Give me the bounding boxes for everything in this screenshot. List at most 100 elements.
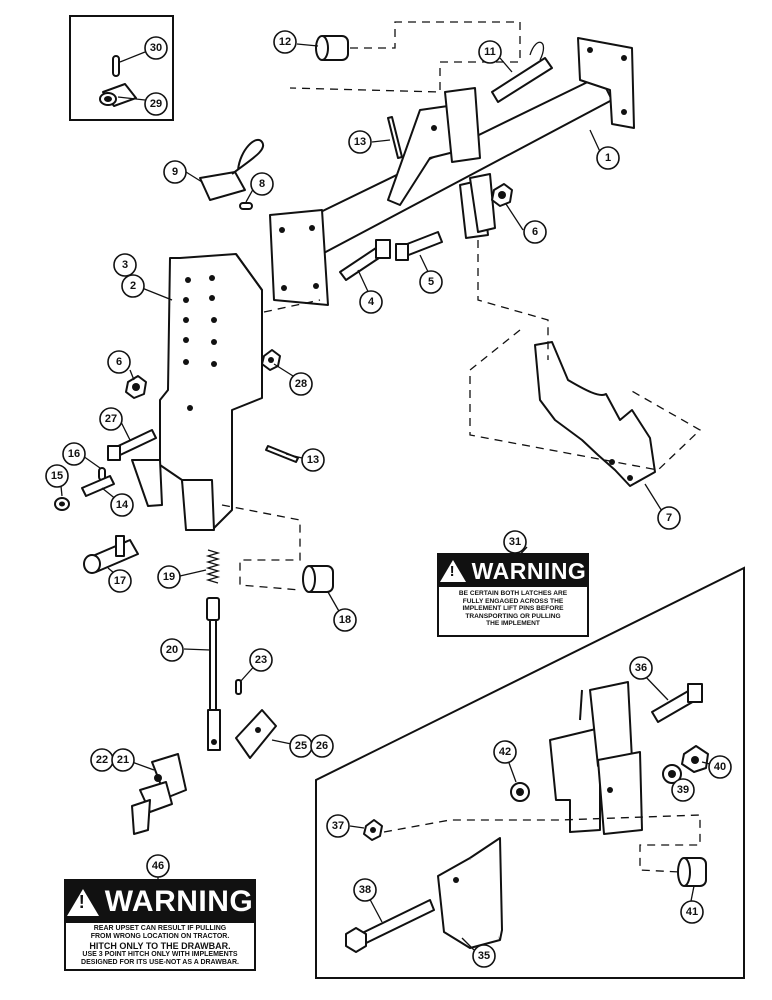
bolt-4-drawing (339, 239, 391, 281)
callout-22: 22 (90, 748, 114, 772)
svg-text:8: 8 (259, 178, 265, 190)
callout-23: 23 (249, 648, 273, 672)
hook-latch-7-drawing (534, 341, 656, 487)
svg-text:16: 16 (68, 448, 80, 460)
callout-6-top: 6 (523, 220, 547, 244)
pin-30-drawing (112, 55, 120, 77)
svg-text:40: 40 (714, 761, 726, 773)
warning-decal-31: ! WARNING BE CERTAIN BOTH LATCHES ARE FU… (437, 553, 589, 637)
svg-text:6: 6 (532, 226, 538, 238)
callout-29: 29 (144, 92, 168, 116)
warning-triangle-icon: ! (439, 560, 466, 582)
warning-decal-31-header: ! WARNING (439, 555, 587, 587)
svg-text:18: 18 (339, 614, 351, 626)
bolt-36-drawing (651, 683, 703, 723)
callout-6-left: 6 (107, 350, 131, 374)
svg-text:3: 3 (122, 259, 128, 271)
callout-20: 20 (160, 638, 184, 662)
warning-decal-46-header: ! WARNING (66, 881, 254, 923)
callout-41: 41 (680, 900, 704, 924)
svg-text:36: 36 (635, 662, 647, 674)
callout-42: 42 (493, 740, 517, 764)
warning-decal-46-text: REAR UPSET CAN RESULT IF PULLING FROM WR… (81, 925, 239, 967)
warning-triangle-icon: ! (66, 888, 99, 916)
svg-text:9: 9 (172, 166, 178, 178)
inset-frame-lower (315, 566, 745, 979)
svg-text:31: 31 (509, 536, 521, 548)
svg-text:42: 42 (499, 746, 511, 758)
callout-17: 17 (108, 569, 132, 593)
dashed-leader-12 (289, 21, 521, 93)
warning-decal-31-heading: WARNING (471, 557, 587, 584)
callout-8: 8 (250, 172, 274, 196)
callout-13-top: 13 (348, 130, 372, 154)
nut-40-drawing (681, 745, 709, 773)
clevis-35-drawing (437, 837, 503, 949)
svg-text:7: 7 (666, 512, 672, 524)
nut-37-drawing (363, 819, 383, 841)
svg-text:2: 2 (130, 280, 136, 292)
svg-text:21: 21 (117, 754, 129, 766)
svg-text:29: 29 (150, 98, 162, 110)
cotter-13-top-drawing (387, 116, 403, 159)
hitch-bracket-2-3-drawing (131, 253, 263, 531)
cotter-13-lower-drawing (265, 445, 299, 463)
callout-30: 30 (144, 36, 168, 60)
bushing-12-drawing (315, 35, 349, 61)
pin-17-drawing (83, 535, 139, 574)
bushing-18-drawing (302, 565, 334, 593)
rod-20-drawing (206, 597, 221, 751)
svg-text:35: 35 (478, 950, 490, 962)
callout-14: 14 (110, 493, 134, 517)
svg-text:46: 46 (152, 860, 164, 872)
svg-text:30: 30 (150, 42, 162, 54)
washer-15-drawing (54, 497, 70, 511)
bushing-41-drawing (677, 857, 707, 887)
warning-decal-46-heading: WARNING (104, 885, 254, 918)
svg-text:5: 5 (428, 276, 434, 288)
lift-pin-11-drawing (491, 41, 553, 103)
bolt-38-drawing (345, 899, 435, 953)
svg-text:25: 25 (295, 740, 307, 752)
callout-27: 27 (99, 407, 123, 431)
callout-35: 35 (472, 944, 496, 968)
bushing-29-drawing (99, 83, 137, 107)
bolt-27-drawing (107, 429, 157, 461)
bolt-5-drawing (395, 231, 443, 261)
svg-text:12: 12 (279, 36, 291, 48)
callout-5: 5 (419, 270, 443, 294)
callout-3: 3 (113, 253, 137, 277)
callout-4: 4 (359, 290, 383, 314)
svg-text:28: 28 (295, 378, 307, 390)
latch-9-drawing (199, 139, 265, 210)
nut-28-drawing (261, 349, 281, 371)
washer-42-drawing (510, 782, 530, 802)
callout-1: 1 (596, 146, 620, 170)
svg-text:39: 39 (677, 784, 689, 796)
warning-decal-46: ! WARNING REAR UPSET CAN RESULT IF PULLI… (64, 879, 256, 971)
handle-21-22-drawing (131, 753, 187, 835)
callout-28: 28 (289, 372, 313, 396)
callout-26: 26 (310, 734, 334, 758)
callout-16: 16 (62, 442, 86, 466)
callout-11: 11 (478, 40, 502, 64)
svg-text:6: 6 (116, 356, 122, 368)
callout-38: 38 (353, 878, 377, 902)
svg-text:22: 22 (96, 754, 108, 766)
cross-tube-1-drawing (269, 37, 635, 306)
svg-text:19: 19 (163, 571, 175, 583)
svg-text:4: 4 (368, 296, 375, 308)
plate-25-26-drawing (235, 709, 277, 759)
dashed-leader-18 (221, 504, 301, 591)
spring-19-drawing (205, 549, 221, 584)
callout-2: 2 (121, 274, 145, 298)
pin-23-drawing (235, 679, 242, 695)
callout-21: 21 (111, 748, 135, 772)
svg-text:26: 26 (316, 740, 328, 752)
callout-18: 18 (333, 608, 357, 632)
callout-39: 39 (671, 778, 695, 802)
warning-decal-31-text: BE CERTAIN BOTH LATCHES ARE FULLY ENGAGE… (458, 590, 568, 628)
washer-39-drawing (662, 764, 682, 784)
svg-text:17: 17 (114, 575, 126, 587)
